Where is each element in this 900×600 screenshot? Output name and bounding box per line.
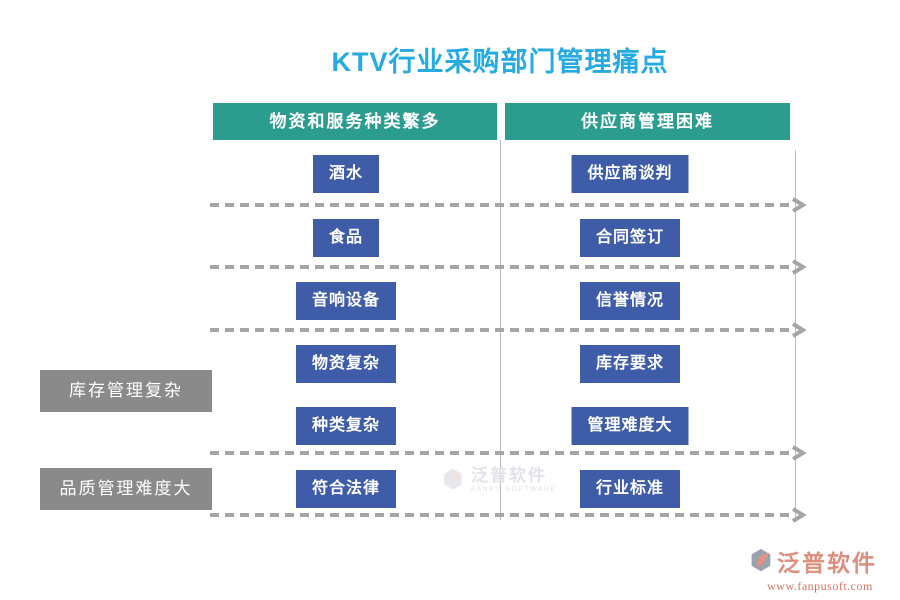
watermark: 泛普软件 FANPU SOFTWARE — [438, 466, 557, 494]
pain-item-materials-complex: 物资复杂 — [295, 345, 397, 383]
dashed-arrow — [210, 197, 806, 213]
dashed-arrow — [210, 259, 806, 275]
arrowhead-icon — [791, 322, 806, 338]
pain-item-audio-equipment: 音响设备 — [295, 282, 397, 320]
watermark-text: 泛普软件 FANPU SOFTWARE — [471, 467, 557, 493]
footer-brand-name: 泛普软件 — [777, 551, 877, 576]
dashed-arrow — [210, 322, 806, 338]
arrowhead-icon — [791, 197, 806, 213]
arrowhead-icon — [791, 259, 806, 275]
footer-logo: 泛普软件 www.fanpusoft.com — [745, 544, 895, 594]
dashed-line — [210, 265, 790, 269]
pain-item-inventory-requirements: 库存要求 — [579, 345, 681, 383]
dashed-line — [210, 203, 790, 207]
dashed-arrow — [210, 507, 806, 523]
footer-brand-url: www.fanpusoft.com — [767, 579, 873, 593]
column-header-materials: 物资和服务种类繁多 — [213, 103, 497, 140]
fanpu-logo-icon — [444, 468, 462, 490]
arrowhead-icon — [791, 507, 806, 523]
dashed-line — [210, 513, 790, 517]
pain-item-contract-signing: 合同签订 — [579, 219, 681, 257]
dashed-arrow — [210, 445, 806, 461]
pain-item-management-difficulty: 管理难度大 — [571, 407, 689, 445]
dashed-line — [210, 451, 790, 455]
pain-item-legal-compliance: 符合法律 — [295, 470, 397, 508]
dashed-line — [210, 328, 790, 332]
column-header-suppliers: 供应商管理困难 — [505, 103, 790, 140]
fanpu-logo-icon — [751, 548, 771, 572]
side-label-inventory-management: 库存管理复杂 — [40, 370, 212, 412]
pain-item-food: 食品 — [312, 219, 380, 257]
watermark-subtitle: FANPU SOFTWARE — [471, 486, 557, 493]
footer-logo-row: 泛普软件 — [745, 544, 895, 578]
pain-item-credit-status: 信誉情况 — [579, 282, 681, 320]
watermark-brand: 泛普软件 — [471, 466, 547, 485]
pain-item-types-complex: 种类复杂 — [295, 407, 397, 445]
pain-item-industry-standard: 行业标准 — [579, 470, 681, 508]
arrowhead-icon — [791, 445, 806, 461]
pain-item-supplier-negotiation: 供应商谈判 — [571, 155, 689, 193]
pain-item-drinks: 酒水 — [312, 155, 380, 193]
page-title: KTV行业采购部门管理痛点 — [331, 47, 669, 77]
side-label-quality-management: 品质管理难度大 — [40, 468, 212, 510]
